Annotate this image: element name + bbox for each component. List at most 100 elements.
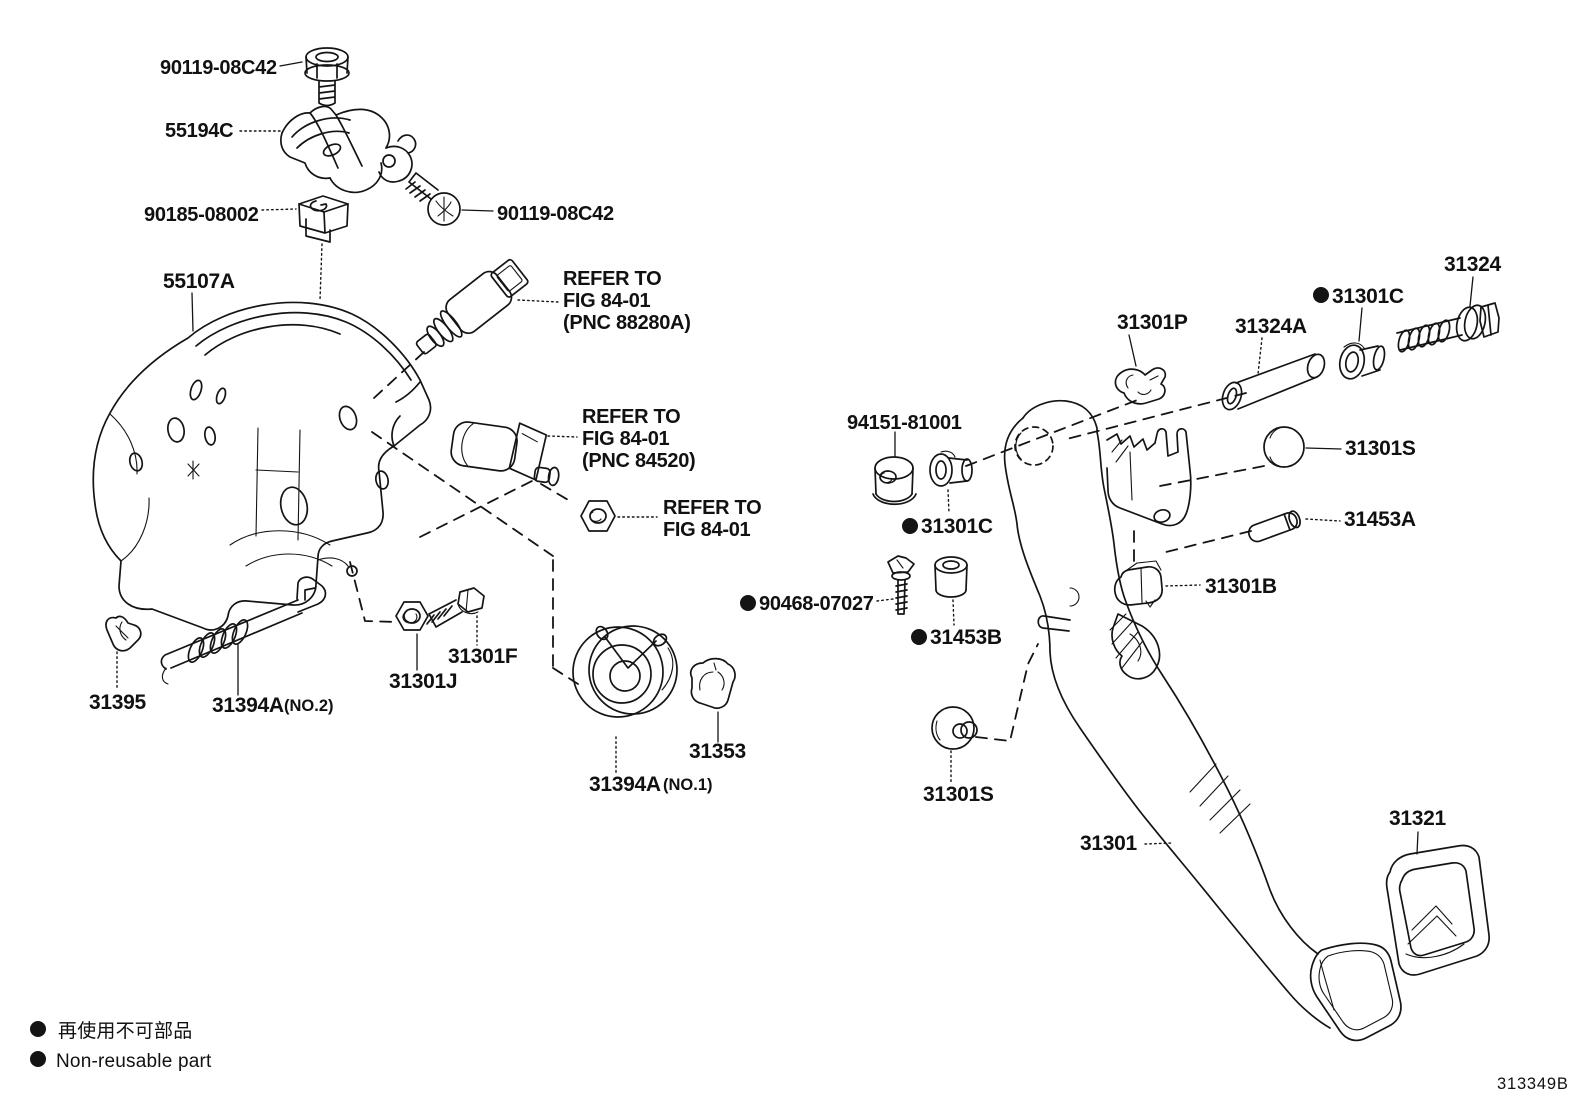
part-assist-spring-stroke [161, 667, 169, 685]
callout-clip-spring[interactable]: 31395 [89, 691, 147, 714]
leader-bumper [1165, 584, 1201, 587]
part-collar-tube-stroke [1306, 353, 1326, 379]
callout-bumper[interactable]: 31301B [1205, 575, 1277, 598]
part-pedal-support-bracket-stroke [195, 311, 412, 381]
callout-clip-p[interactable]: 31301P [1117, 311, 1188, 334]
callout-pedal-pad[interactable]: 31321 [1389, 807, 1447, 830]
part-nut-j-stroke [395, 601, 429, 631]
callout-grommet[interactable]: 31301S [923, 783, 994, 806]
callout-nut-ref-2[interactable]: FIG 84-01 [663, 519, 751, 541]
part-collar-b [934, 556, 968, 598]
part-clip-nut-stroke [305, 218, 331, 243]
callout-clutch-switch-ref-1[interactable]: REFER TO [582, 406, 681, 428]
callout-bush-inner[interactable]: 31301C [921, 515, 993, 538]
callout-pedal[interactable]: 31301 [1080, 832, 1138, 855]
leader-pedal [1144, 842, 1173, 845]
part-screw-clip [887, 555, 915, 615]
legend-en: Non-reusable part [56, 1051, 212, 1072]
callout-assist-spring[interactable]: 31394A [212, 694, 284, 717]
part-bumper-stroke [1126, 560, 1162, 571]
part-pedal-stroke [1129, 451, 1133, 501]
leader-pin [1305, 518, 1341, 522]
part-support-plate-stroke [281, 105, 391, 149]
callout-stop-switch-ref-3[interactable]: (PNC 88280A) [563, 312, 691, 334]
callout-stop-switch-ref-2[interactable]: FIG 84-01 [563, 290, 651, 312]
part-ball [1263, 426, 1305, 468]
part-pedal-stroke [1318, 950, 1394, 1031]
figure-code: 313349B [1497, 1075, 1569, 1093]
part-pedal-support-bracket-stroke [279, 486, 309, 526]
part-pedal-support-bracket-stroke [167, 417, 185, 443]
part-lock-nut [872, 456, 917, 506]
part-bush-outer [1338, 342, 1386, 380]
part-pedal-stroke [1111, 439, 1129, 463]
part-pin-stroke [1283, 513, 1291, 531]
part-pin-stroke [1247, 512, 1298, 543]
part-pedal-support-bracket-stroke [255, 427, 301, 541]
callout-bush-outer[interactable]: 31301C [1332, 285, 1404, 308]
callout-clip-nut[interactable]: 90185-08002 [144, 204, 259, 226]
part-pedal-support-bracket-stroke [92, 301, 432, 631]
callout-bolt-top[interactable]: 90119-08C42 [160, 57, 277, 79]
callout-nut-j[interactable]: 31301J [389, 670, 458, 693]
callout-ball[interactable]: 31301S [1345, 437, 1416, 460]
part-clutch-switch [450, 421, 560, 487]
part-collar-tube [1221, 353, 1326, 411]
leader-pivot-bolt [1469, 276, 1474, 307]
part-bolt-f-stroke [457, 589, 479, 615]
callout-lock-nut[interactable]: 94151-81001 [847, 412, 962, 434]
part-clip-nut-stroke [298, 203, 349, 234]
part-bush-outer-stroke [1338, 344, 1366, 380]
part-clutch-switch-stroke [461, 423, 474, 466]
leader-pedal-bracket [191, 292, 194, 332]
callout-pivot-bolt[interactable]: 31324 [1444, 253, 1502, 276]
callout-screw[interactable]: 90119-08C42 [497, 203, 614, 225]
part-stop-lamp-switch-stroke [415, 333, 437, 355]
part-assist-spring-stroke [296, 576, 327, 613]
callout-collar-b[interactable]: 31453B [930, 626, 1002, 649]
part-pedal-stroke [1037, 615, 1071, 632]
part-bolt-f-stroke [426, 599, 463, 628]
leader-collar-b [952, 599, 955, 626]
part-flange-bolt-top-stroke [304, 64, 350, 82]
part-screw-stroke [405, 172, 439, 202]
part-collar-tube-stroke [1235, 353, 1318, 410]
association-lines-stroke [540, 483, 571, 502]
callout-assist-spring-no[interactable]: (NO.2) [284, 697, 334, 715]
leader-collar-tube [1257, 337, 1263, 375]
callout-bush-spring[interactable]: 31353 [689, 740, 746, 763]
callout-collar-tube[interactable]: 31324A [1235, 315, 1307, 338]
part-pedal-stroke [1022, 399, 1098, 433]
callout-screw-clip[interactable]: 90468-07027 [759, 593, 874, 615]
part-torsion-spring-stroke [595, 625, 609, 641]
callout-pedal-bracket[interactable]: 55107A [163, 270, 235, 293]
part-assist-spring-stroke [198, 632, 216, 658]
non-reusable-dot [30, 1051, 46, 1067]
part-lock-nut-stroke [879, 472, 893, 484]
part-pedal-support-bracket-stroke [391, 381, 421, 447]
callout-pin[interactable]: 31453A [1344, 508, 1416, 531]
callout-stop-switch-ref-1[interactable]: REFER TO [563, 268, 662, 290]
part-pedal-stroke [1129, 633, 1142, 662]
callout-clutch-switch-ref-2[interactable]: FIG 84-01 [582, 428, 670, 450]
callout-nut-ref-1[interactable]: REFER TO [663, 497, 762, 519]
part-pedal-support-bracket-stroke [187, 460, 200, 480]
hidden-line-clip-nut [319, 243, 323, 301]
part-clutch-switch-stroke [521, 433, 538, 443]
part-flange-bolt-top-stroke [318, 80, 336, 107]
part-grommet [931, 706, 978, 750]
part-screw-stroke [435, 196, 454, 222]
part-clip-spring [105, 615, 142, 652]
callout-torsion-spring-no[interactable]: (NO.1) [663, 776, 713, 794]
part-pedal [1003, 399, 1402, 1042]
part-pedal-stroke [1106, 428, 1192, 527]
association-lines-stroke [1062, 392, 1247, 441]
callout-bolt-f[interactable]: 31301F [448, 645, 518, 668]
part-pedal-stroke [1109, 613, 1143, 669]
callout-clutch-switch-ref-3[interactable]: (PNC 84520) [582, 450, 696, 472]
part-collar-b-stroke [934, 564, 968, 591]
callout-support-plate[interactable]: 55194C [165, 120, 234, 142]
callout-torsion-spring[interactable]: 31394A [589, 773, 661, 796]
